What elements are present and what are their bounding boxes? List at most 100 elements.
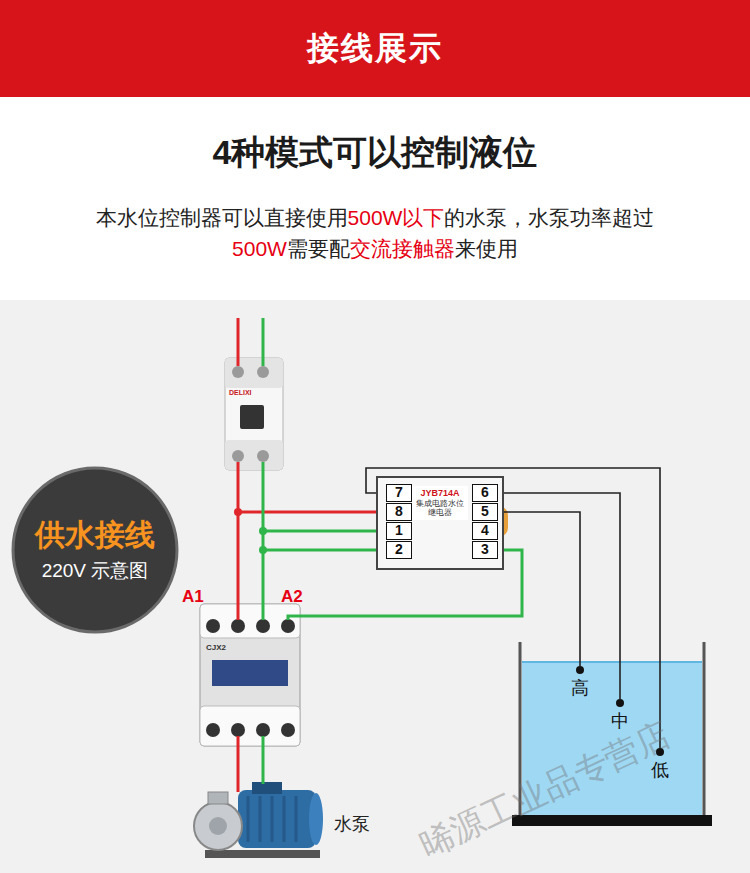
highlight-text: 500W [232,237,287,260]
label-holder: DELIXI [229,389,252,397]
label-holder: 4种模式可以控制液位 [0,133,750,172]
junction-dot [259,546,267,554]
live-wire [238,318,386,792]
terminal-number: 7 [387,485,411,500]
intro-line: 500W需要配交流接触器来使用 [0,235,750,263]
screw [206,723,220,737]
model-name: JYB714A [414,488,466,498]
probe-dot [576,666,584,674]
device-name: 集成电路水位继电器 [414,500,466,517]
header-band [0,0,750,97]
terminal-box: 6 [472,484,498,502]
terminal-number: 5 [473,504,497,519]
title-badge: 供水接线 220V 示意图 [10,465,180,635]
relay-label: JYB714A 集成电路水位继电器 [412,486,468,520]
screw [232,450,244,462]
screw [281,619,295,633]
tank-base [512,815,712,826]
intro-text: 来使用 [455,237,518,260]
screw [257,450,269,462]
water-surface [522,661,702,663]
screw [257,366,269,378]
pump-inlet [209,817,227,835]
pump-outlet [208,792,228,804]
breaker [225,358,283,470]
badge-subtitle: 220V 示意图 [42,560,149,582]
label-holder: A2 [281,587,303,607]
badge-text: 供水接线 220V 示意图 [10,465,180,635]
contactor-body [200,604,300,746]
terminal-box: 7 [386,484,412,502]
probe-name: 低 [648,760,672,781]
coil-terminal-label: A2 [281,587,303,607]
screw [231,723,245,737]
wiring [234,318,522,792]
terminal-number: 1 [387,523,411,538]
terminal-number: 4 [473,523,497,538]
part-name: 水泵 [334,814,370,835]
terminal-box: 5 [472,503,498,521]
title-holder: 接线展示 [0,0,750,97]
probe-dot [616,699,624,707]
highlight-text: 500W以下 [348,206,445,229]
motor-fins [248,796,296,842]
probe-wire [366,468,660,748]
motor-body [238,790,316,848]
probe-dot [656,748,664,756]
page-title: 接线展示 [307,27,443,71]
probe-wire [498,493,620,699]
terminal-box: 8 [386,503,412,521]
model-mark: CJX2 [206,643,226,652]
terminal-number: 2 [387,542,411,557]
pump-head [194,802,242,850]
terminal-box: 4 [472,522,498,540]
level-probe: 高 [568,666,592,699]
contactor [200,604,300,746]
level-relay: JYB714A 集成电路水位继电器7 8 1 2 6 5 4 3 [378,478,502,568]
watermark: 晞源工业品专营店 [413,715,676,865]
breaker-terminal-block [225,440,283,470]
breaker-toggle [240,405,264,429]
junction-dot [234,508,242,516]
intro-ground [0,97,750,300]
screw [232,366,244,378]
terminal-box: 2 [386,541,412,559]
probe-wire [498,512,580,666]
breaker-terminal-block [225,358,283,388]
intro-text: 本水位控制器可以直接使用 [96,206,348,229]
main-heading: 4种模式可以控制液位 [0,133,750,172]
level-probe: 低 [648,748,672,781]
label-holder: A1 [182,587,204,607]
probe-name: 中 [608,711,632,732]
terminal-box [252,782,282,794]
terminal-box: 1 [386,522,412,540]
motor-cap [309,793,323,845]
terminal-number: 3 [473,542,497,557]
junction-dot [259,527,267,535]
terminal-number: 6 [473,485,497,500]
coil-terminal-label: A1 [182,587,204,607]
label-holder: 晞源工业品专营店 [413,715,676,865]
contactor-bottom [200,706,300,746]
diagram-ground [0,300,750,873]
badge-heading: 供水接线 [35,518,155,553]
contactor-window [212,660,288,686]
highlight-text: 交流接触器 [350,237,455,260]
level-probe: 中 [608,699,632,732]
label-holder: CJX2 [206,643,226,652]
screw [281,723,295,737]
neutral-wire [263,318,522,784]
badge-disc [13,468,177,632]
pump-base [205,850,320,858]
brand-mark: DELIXI [229,389,252,397]
breaker-body [225,358,283,470]
terminal-number: 8 [387,504,411,519]
screw [256,619,270,633]
terminal-box: 3 [472,541,498,559]
screw [206,619,220,633]
label-holder: 水泵 [334,814,370,835]
intro-line: 本水位控制器可以直接使用500W以下的水泵，水泵功率超过 [0,204,750,232]
screw [256,723,270,737]
intro-text: 需要配 [287,237,350,260]
